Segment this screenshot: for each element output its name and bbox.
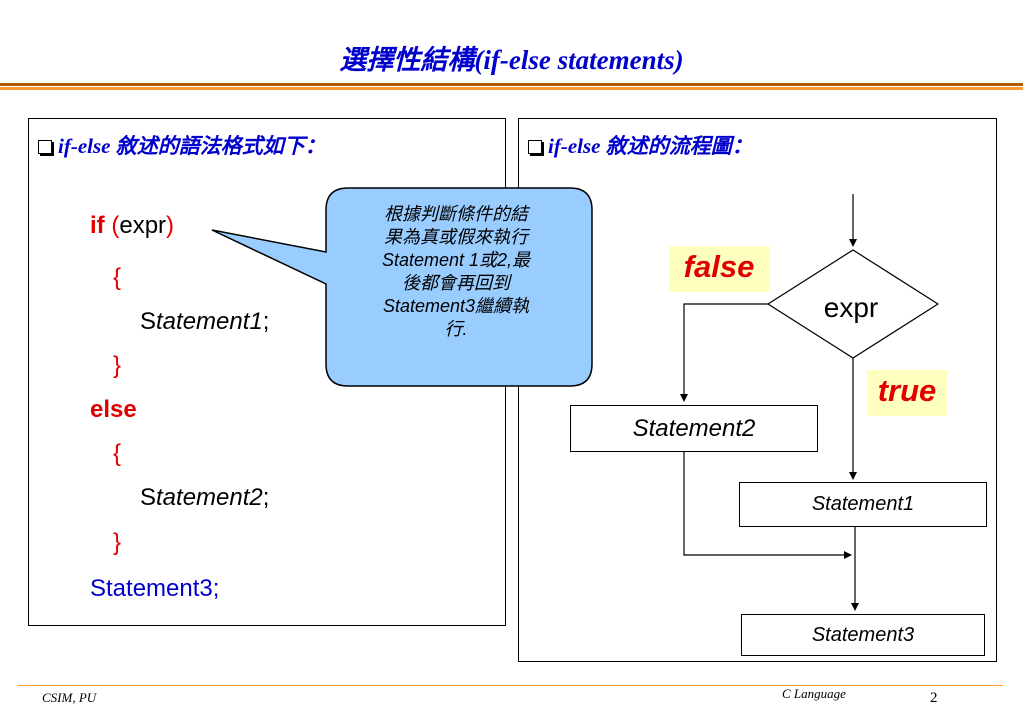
checkbox-bullet-icon <box>38 140 52 154</box>
code-line-statement2: Statement2; <box>140 484 269 512</box>
statement3-line: Statement3; <box>90 575 220 602</box>
decision-expr-label: expr <box>823 292 879 323</box>
expr-text: expr <box>119 212 167 239</box>
callout-bubble <box>211 187 593 387</box>
open-brace-1: { <box>113 264 122 291</box>
statement2-body: tatement2 <box>156 484 263 511</box>
true-label: true <box>867 370 947 416</box>
flowchart-connectors <box>680 194 940 611</box>
false-branch-arrow <box>680 303 768 402</box>
callout-shape <box>211 187 593 387</box>
close-paren: ) <box>166 212 175 239</box>
statement2-prefix: S <box>140 484 157 511</box>
close-brace-1: } <box>113 352 122 379</box>
footer-org: CSIM, PU <box>42 690 97 705</box>
page-title: 選擇性結構(if-else statements) <box>339 45 684 75</box>
callout-line-2: 果為真或假來執行 <box>384 227 528 247</box>
open-brace-2: { <box>113 440 122 467</box>
statement1-semicolon: ; <box>262 308 270 335</box>
false-label: false <box>669 246 769 292</box>
syntax-heading-text: if-else 敘述的語法格式如下： <box>58 134 326 158</box>
statement2-semicolon: ; <box>262 484 270 511</box>
statement1-body: tatement1 <box>156 308 263 335</box>
callout-line-3: Statement 1或2,最 <box>381 250 531 270</box>
footer-course: C Language <box>782 686 846 701</box>
callout-text: 根據判斷條件的結 果為真或假來執行 Statement 1或2,最 後都會再回到… <box>336 203 576 341</box>
code-line-statement1: Statement1; <box>140 308 269 336</box>
close-brace-2: } <box>113 529 122 556</box>
syntax-heading: if-else 敘述的語法格式如下： <box>38 133 326 159</box>
checkbox-bullet-icon <box>528 140 542 154</box>
flowchart-heading-text: if-else 敘述的流程圖： <box>548 134 753 158</box>
title-divider-light <box>0 87 1023 90</box>
else-keyword: else <box>90 396 137 423</box>
callout-line-5: Statement3繼續執 <box>382 296 530 316</box>
flowchart-heading: if-else 敘述的流程圖： <box>528 133 753 159</box>
title-divider-dark <box>0 83 1023 86</box>
open-paren: ( <box>111 212 120 239</box>
statement2-merge-arrow <box>683 452 852 559</box>
callout-line-4: 後都會再回到 <box>402 273 510 293</box>
page-number: 2 <box>930 690 938 706</box>
statement1-box: Statement1 <box>739 482 987 527</box>
footer-divider <box>18 685 1003 686</box>
code-line-if: if (expr) <box>90 212 174 240</box>
statement3-box: Statement3 <box>741 614 985 656</box>
statement1-prefix: S <box>140 308 157 335</box>
statement2-box: Statement2 <box>570 405 818 452</box>
if-keyword: if <box>90 212 105 239</box>
callout-line-6: 行. <box>444 319 468 339</box>
callout-line-1: 根據判斷條件的結 <box>384 204 528 224</box>
